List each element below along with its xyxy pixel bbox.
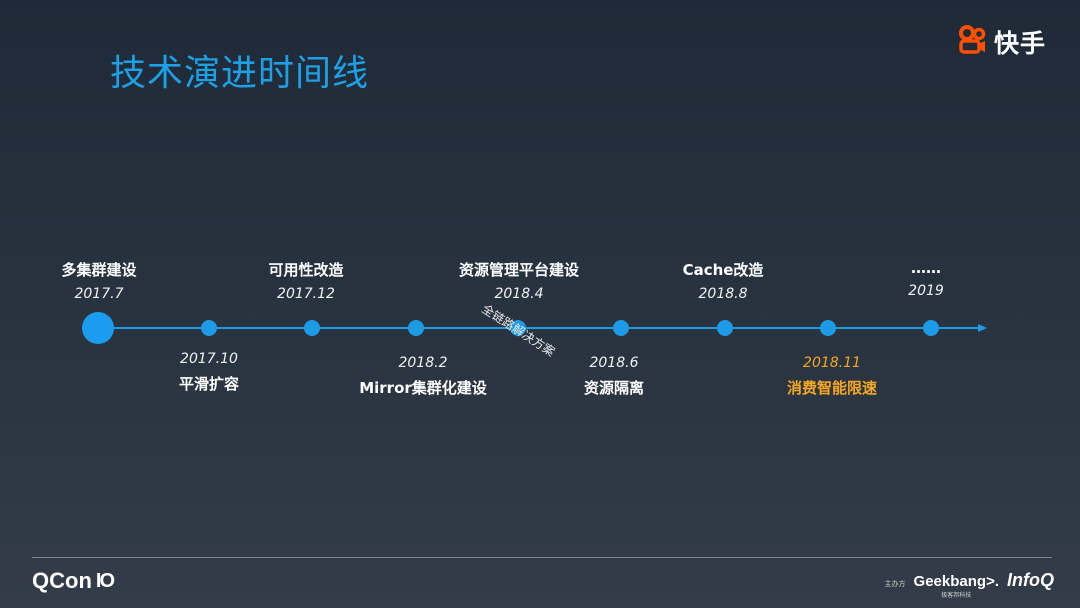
event-title: 消费智能限速 bbox=[786, 379, 878, 397]
event-date: 2018.6 bbox=[589, 355, 639, 371]
timeline-dot bbox=[510, 320, 526, 336]
geekbang-subtitle: 极客邦科技 bbox=[941, 593, 972, 599]
qcon-name: QCon bbox=[32, 568, 92, 593]
event-title: 多集群建设 bbox=[61, 261, 137, 279]
footer-sponsors: 主办方 Geekbang>. 极客邦科技 InfoQ bbox=[885, 570, 1054, 599]
event-date: 2018.8 bbox=[698, 286, 748, 302]
timeline-dot bbox=[304, 320, 320, 336]
organizer-label: 主办方 bbox=[884, 580, 906, 588]
timeline-event: 2018.2 Mirror集群化建设 bbox=[359, 355, 487, 398]
timeline-event: 资源管理平台建设 2018.4 bbox=[459, 259, 579, 302]
timeline-event: …… 2019 bbox=[908, 259, 944, 299]
event-title: …… bbox=[910, 259, 941, 277]
timeline-event: 多集群建设 2017.7 bbox=[61, 259, 136, 302]
geekbang-logo: Geekbang>. 极客邦科技 bbox=[914, 573, 999, 599]
event-title: 资源隔离 bbox=[583, 379, 645, 397]
event-title: 资源管理平台建设 bbox=[458, 261, 580, 279]
event-title: Cache改造 bbox=[682, 261, 764, 279]
brand-name: 快手 bbox=[993, 29, 1046, 58]
event-date: 2017.12 bbox=[277, 286, 335, 302]
event-title: 平滑扩容 bbox=[178, 375, 240, 393]
kuaishou-camera-icon bbox=[958, 25, 988, 59]
timeline-dot bbox=[923, 320, 939, 336]
geekbang-name: Geekbang>. bbox=[913, 573, 999, 590]
qcon-logo: QCon IO bbox=[32, 568, 115, 594]
event-title: 可用性改造 bbox=[268, 261, 344, 279]
timeline-axis bbox=[98, 327, 980, 329]
slide-title: 技术演进时间线 bbox=[110, 53, 370, 94]
timeline-event-highlight: 2018.11 消费智能限速 bbox=[787, 355, 877, 398]
footer-divider bbox=[32, 557, 1052, 558]
timeline-event: Cache改造 2018.8 bbox=[683, 259, 764, 302]
timeline-arrow-icon bbox=[978, 324, 987, 332]
event-date: 2018.2 bbox=[398, 355, 448, 371]
timeline-dot bbox=[201, 320, 217, 336]
event-date: 2018.4 bbox=[494, 286, 544, 302]
infoq-logo: InfoQ bbox=[1007, 570, 1054, 590]
brand-logo: 快手 bbox=[958, 24, 1046, 60]
timeline-event: 2017.10 平滑扩容 bbox=[179, 351, 239, 394]
event-date: 2017.10 bbox=[180, 351, 238, 367]
timeline-dot bbox=[717, 320, 733, 336]
timeline-dot bbox=[820, 320, 836, 336]
event-date: 2017.7 bbox=[74, 286, 124, 302]
event-title: Mirror集群化建设 bbox=[359, 379, 487, 397]
timeline-dot-start bbox=[82, 312, 114, 344]
timeline-event: 2018.6 资源隔离 bbox=[584, 355, 644, 398]
qcon-ten-mark: IO bbox=[95, 569, 115, 592]
timeline-event: 可用性改造 2017.12 bbox=[268, 259, 343, 302]
timeline-annotation: 全链路解决方案 bbox=[479, 301, 558, 360]
event-date: 2018.11 bbox=[803, 355, 861, 371]
timeline-dot bbox=[408, 320, 424, 336]
timeline-dot bbox=[613, 320, 629, 336]
event-date: 2019 bbox=[908, 283, 944, 299]
